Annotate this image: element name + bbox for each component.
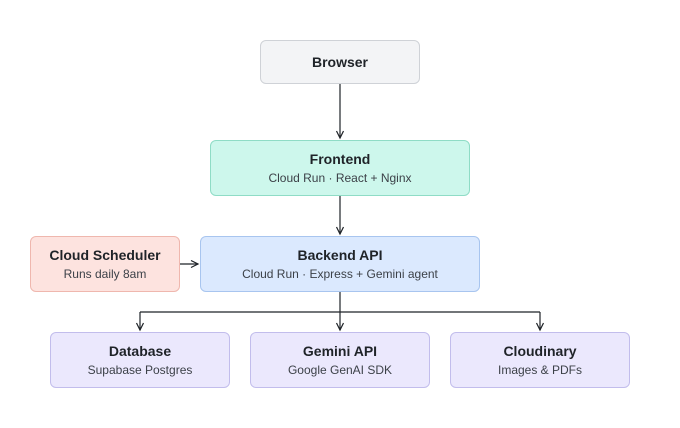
node-database-title: Database bbox=[108, 342, 172, 359]
node-backend-api-subtitle: Cloud Run · Express + Gemini agent bbox=[242, 266, 438, 281]
node-frontend-subtitle: Cloud Run · React + Nginx bbox=[268, 170, 412, 185]
node-browser-title: Browser bbox=[311, 53, 369, 70]
node-cloud-scheduler: Cloud Scheduler Runs daily 8am bbox=[30, 236, 180, 292]
node-cloud-scheduler-title: Cloud Scheduler bbox=[49, 246, 161, 263]
node-gemini-api-title: Gemini API bbox=[302, 342, 378, 359]
node-backend-api-title: Backend API bbox=[297, 246, 383, 263]
node-cloud-scheduler-subtitle: Runs daily 8am bbox=[63, 266, 147, 281]
node-database: Database Supabase Postgres bbox=[50, 332, 230, 388]
node-browser: Browser bbox=[260, 40, 420, 84]
node-backend-api: Backend API Cloud Run · Express + Gemini… bbox=[200, 236, 480, 292]
node-cloudinary: Cloudinary Images & PDFs bbox=[450, 332, 630, 388]
node-frontend-title: Frontend bbox=[309, 150, 371, 167]
node-cloudinary-subtitle: Images & PDFs bbox=[497, 362, 583, 377]
node-gemini-api: Gemini API Google GenAI SDK bbox=[250, 332, 430, 388]
node-gemini-api-subtitle: Google GenAI SDK bbox=[287, 362, 393, 377]
node-database-subtitle: Supabase Postgres bbox=[87, 362, 193, 377]
node-cloudinary-title: Cloudinary bbox=[503, 342, 577, 359]
node-frontend: Frontend Cloud Run · React + Nginx bbox=[210, 140, 470, 196]
